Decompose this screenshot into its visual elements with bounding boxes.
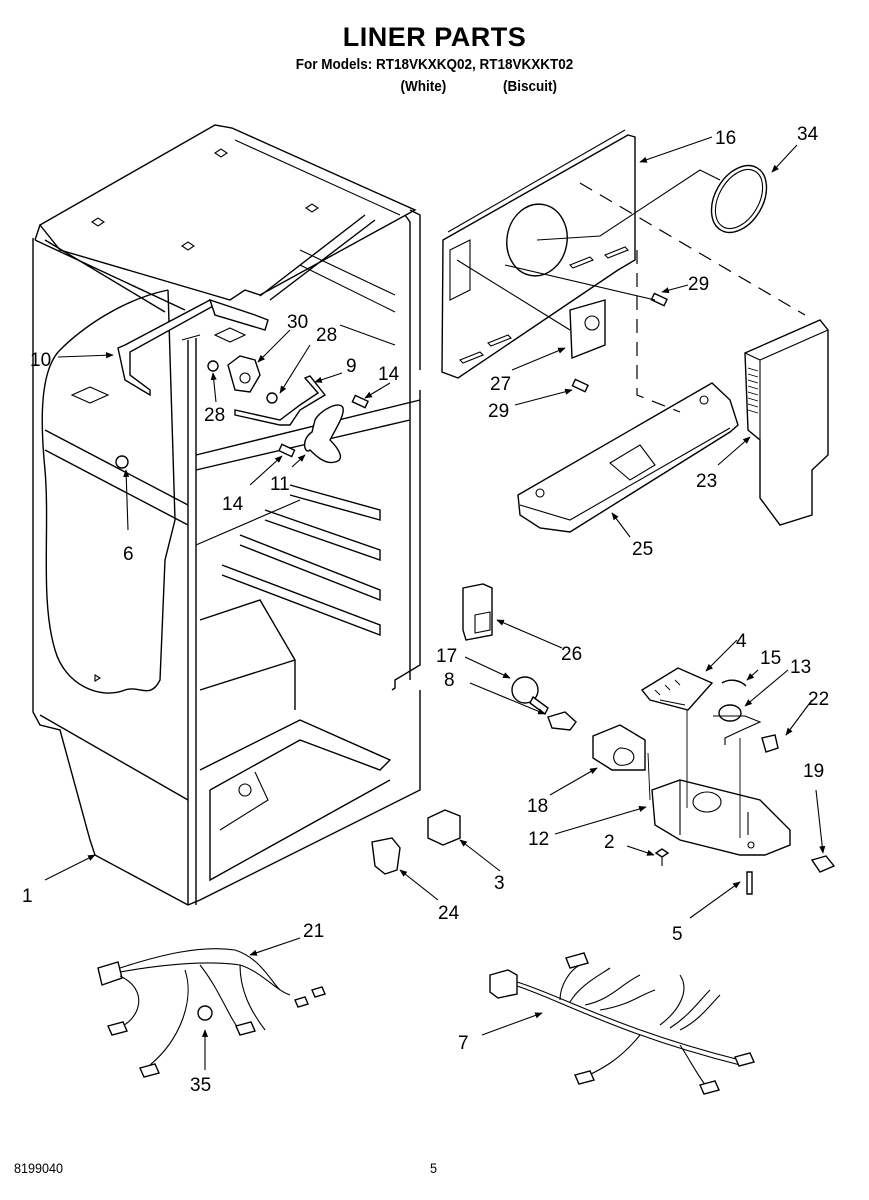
callout-22: 22 — [808, 689, 829, 710]
part-7-wire-harness — [489, 952, 755, 1095]
liner-cabinet — [32, 124, 421, 906]
part-27-plate — [569, 299, 606, 360]
document-number: 8199040 — [14, 1160, 64, 1176]
callout-27: 27 — [490, 374, 511, 395]
part-34-ring — [710, 164, 768, 234]
callout-4: 4 — [736, 631, 747, 652]
variant-biscuit: (Biscuit) — [503, 78, 557, 95]
callout-15: 15 — [760, 648, 781, 669]
part-28-knob-left — [207, 360, 219, 372]
part-19-clip — [810, 855, 836, 873]
callout-21: 21 — [303, 921, 324, 942]
part-9-damper-link — [234, 375, 327, 426]
callout-28-bottom: 28 — [204, 405, 225, 426]
part-24-switch — [371, 837, 401, 875]
callout-11: 11 — [270, 474, 290, 495]
callout-25: 25 — [632, 539, 653, 560]
callout-9: 9 — [346, 356, 357, 377]
part-28-knob-right — [266, 392, 278, 404]
callout-18: 18 — [527, 796, 548, 817]
callout-24: 24 — [438, 903, 460, 924]
callout-12: 12 — [528, 829, 549, 850]
models-line: For Models: RT18VKXKQ02, RT18VKXKT02 — [295, 56, 574, 73]
part-12-control-housing — [651, 779, 791, 856]
part-2-screw — [654, 848, 670, 866]
part-6-plug — [115, 455, 129, 469]
callout-1: 1 — [22, 886, 33, 907]
callout-23: 23 — [696, 471, 717, 492]
callout-14-left: 14 — [222, 494, 244, 515]
page-title: LINER PARTS — [342, 22, 527, 52]
part-13-thermostat — [713, 704, 762, 745]
part-10-bracket — [117, 298, 269, 397]
callout-leaders — [44, 136, 826, 1070]
callout-13: 13 — [790, 657, 811, 678]
callout-29-lower: 29 — [488, 401, 509, 422]
liner-shelf-ribs — [221, 484, 381, 637]
part-35-grommet — [197, 1005, 213, 1021]
part-15-wire-clip — [721, 679, 747, 687]
part-22-connector — [761, 734, 779, 753]
callout-5: 5 — [672, 924, 683, 945]
part-4-control-board — [640, 667, 714, 711]
callout-6: 6 — [123, 544, 134, 565]
part-14-screws — [278, 394, 369, 458]
callout-16: 16 — [715, 128, 736, 149]
part-11-fan-blade — [303, 404, 344, 464]
assembly-guide-line — [636, 250, 681, 413]
callout-14-right: 14 — [378, 364, 400, 385]
callout-labels: 1 2 3 4 5 6 7 8 9 10 11 12 13 14 14 15 1… — [22, 124, 829, 1096]
part-18-light-shield — [592, 724, 646, 771]
part-8-socket — [547, 711, 577, 731]
page-number: 5 — [430, 1160, 438, 1176]
assembly-guide-line — [579, 182, 806, 316]
part-25-air-diffuser — [517, 382, 739, 533]
callout-19: 19 — [803, 761, 824, 782]
callout-10: 10 — [30, 350, 51, 371]
callout-30: 30 — [287, 312, 308, 333]
part-26-light-switch — [462, 583, 493, 641]
callout-7: 7 — [458, 1033, 469, 1054]
callout-26: 26 — [561, 644, 582, 665]
callout-28-top: 28 — [316, 325, 337, 346]
part-23-air-duct — [744, 319, 829, 526]
part-21-wire-harness — [97, 948, 326, 1078]
callout-34: 34 — [797, 124, 819, 145]
part-29-screw-upper — [650, 292, 668, 307]
variant-white: (White) — [400, 78, 447, 95]
callout-29-upper: 29 — [688, 274, 709, 295]
part-3-thermostat-box — [427, 809, 461, 846]
callout-17: 17 — [436, 646, 457, 667]
callout-8: 8 — [444, 670, 455, 691]
part-29-screw-lower — [571, 378, 589, 393]
part-5-screw — [746, 871, 753, 895]
callout-2: 2 — [604, 832, 615, 853]
callout-3: 3 — [494, 873, 505, 894]
part-16-evaporator-cover — [441, 129, 636, 379]
callout-35: 35 — [190, 1075, 211, 1096]
part-17-light-bulb — [511, 676, 549, 716]
part-30-damper-control — [227, 355, 261, 393]
